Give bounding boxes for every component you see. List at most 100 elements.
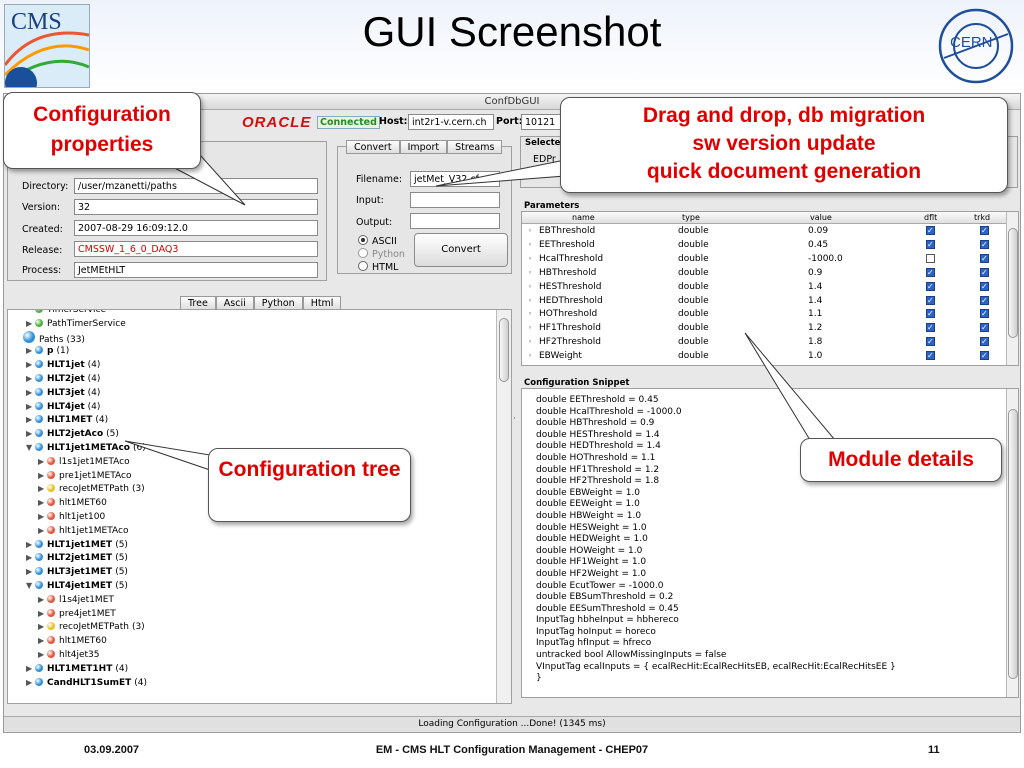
parameters-scroll-thumb[interactable] xyxy=(1008,228,1018,338)
trkd-checkbox[interactable] xyxy=(980,280,989,294)
trkd-checkbox[interactable] xyxy=(980,335,989,349)
tree-node[interactable]: ▼HLT4jet1MET(5) xyxy=(26,579,128,593)
tree-node[interactable]: ▶PathTimerService xyxy=(26,317,129,331)
tree-node[interactable]: ▶HLT1MET1HT(4) xyxy=(26,662,128,676)
collapsed-triangle-icon[interactable]: ▶ xyxy=(38,622,45,632)
process-field[interactable]: JetMEtHLT xyxy=(74,262,318,278)
tree-node[interactable]: ▶HLT1jet1MET(5) xyxy=(26,538,128,552)
collapsed-triangle-icon[interactable]: ▶ xyxy=(38,636,45,646)
trkd-checkbox[interactable] xyxy=(980,294,989,308)
tree-node[interactable]: ▶CandHLT1SumET(4) xyxy=(26,676,147,690)
tree-node[interactable]: ▶l1s4jet1MET xyxy=(38,593,117,607)
tree-scrollbar[interactable] xyxy=(496,310,511,703)
collapsed-triangle-icon[interactable]: ▶ xyxy=(26,677,33,687)
collapsed-triangle-icon[interactable]: ▶ xyxy=(26,539,33,549)
release-field[interactable]: CMSSW_1_6_0_DAQ3 xyxy=(74,241,318,257)
tree-node[interactable]: ▶pre4jet1MET xyxy=(38,607,119,621)
collapsed-triangle-icon[interactable]: ▶ xyxy=(38,498,45,508)
input-field[interactable] xyxy=(410,192,500,208)
collapsed-triangle-icon[interactable]: ▶ xyxy=(26,429,33,439)
collapsed-triangle-icon[interactable]: ▶ xyxy=(26,553,33,563)
tree-node[interactable]: ▶HLT3jet(4) xyxy=(26,386,100,400)
trkd-checkbox[interactable] xyxy=(980,321,989,335)
tab-streams[interactable]: Streams xyxy=(447,140,503,154)
version-field[interactable]: 32 xyxy=(74,199,318,215)
col-dflt[interactable]: dflt xyxy=(924,213,938,222)
col-trkd[interactable]: trkd xyxy=(974,213,991,222)
tree-node[interactable]: ▶HLT2jet1MET(5) xyxy=(26,551,128,565)
tree-node[interactable]: TimerService xyxy=(26,310,109,317)
splitter-handle[interactable]: ⋅ xyxy=(513,414,516,424)
tree-node[interactable]: ▶hlt1MET60 xyxy=(38,634,110,648)
tree-node[interactable]: ▶HLT3jet1MET(5) xyxy=(26,565,128,579)
collapsed-triangle-icon[interactable]: ▶ xyxy=(38,525,45,535)
collapsed-triangle-icon[interactable]: ▶ xyxy=(26,318,33,328)
dflt-checkbox[interactable] xyxy=(926,349,935,363)
tree-node[interactable]: ▶l1s1jet1METAco xyxy=(38,455,133,469)
collapsed-triangle-icon[interactable]: ▶ xyxy=(26,663,33,673)
dflt-checkbox[interactable] xyxy=(926,253,935,263)
collapsed-triangle-icon[interactable]: ▶ xyxy=(26,387,33,397)
trkd-checkbox[interactable] xyxy=(980,224,989,238)
tree-node[interactable]: ▶hlt1jet1METAco xyxy=(38,524,131,538)
dflt-checkbox[interactable] xyxy=(926,266,935,280)
tree-node[interactable]: ▶HLT2jet(4) xyxy=(26,372,100,386)
dflt-checkbox[interactable] xyxy=(926,307,935,321)
convert-button[interactable]: Convert xyxy=(414,233,508,267)
parameters-scrollbar[interactable] xyxy=(1006,212,1018,365)
collapsed-triangle-icon[interactable]: ▶ xyxy=(26,567,33,577)
tree-node[interactable]: ▶hlt4jet35 xyxy=(38,648,102,662)
dflt-checkbox[interactable] xyxy=(926,335,935,349)
created-field[interactable]: 2007-08-29 16:09:12.0 xyxy=(74,220,318,236)
col-type[interactable]: type xyxy=(682,213,700,222)
trkd-checkbox[interactable] xyxy=(980,252,989,266)
collapsed-triangle-icon[interactable]: ▶ xyxy=(26,415,33,425)
tab-import[interactable]: Import xyxy=(399,140,448,154)
host-field[interactable]: int2r1-v.cern.ch xyxy=(408,114,494,130)
trkd-checkbox[interactable] xyxy=(980,266,989,280)
collapsed-triangle-icon[interactable]: ▶ xyxy=(26,360,33,370)
tree-node[interactable]: ▶HLT1MET(4) xyxy=(26,413,108,427)
tree-node[interactable]: ▶HLT1jet(4) xyxy=(26,358,100,372)
trkd-checkbox[interactable] xyxy=(980,307,989,321)
tree-node[interactable]: Paths(33) xyxy=(14,330,85,345)
trkd-checkbox[interactable] xyxy=(980,238,989,252)
dflt-checkbox[interactable] xyxy=(926,224,935,238)
tree-scroll-thumb[interactable] xyxy=(499,318,509,382)
trkd-checkbox[interactable] xyxy=(980,349,989,363)
dflt-checkbox[interactable] xyxy=(926,280,935,294)
tree-node[interactable]: ▶recoJetMETPath(3) xyxy=(38,620,145,634)
collapsed-triangle-icon[interactable]: ▶ xyxy=(26,346,33,356)
collapsed-triangle-icon[interactable]: ▶ xyxy=(38,456,45,466)
collapsed-triangle-icon[interactable]: ▶ xyxy=(38,594,45,604)
dflt-checkbox[interactable] xyxy=(926,238,935,252)
format-html-radio[interactable]: HTML xyxy=(358,261,398,273)
dflt-checkbox[interactable] xyxy=(926,321,935,335)
format-ascii-radio[interactable]: ASCII xyxy=(358,235,397,247)
port-field[interactable]: 10121 xyxy=(521,114,566,130)
tree-node[interactable]: ▶p(1) xyxy=(26,344,69,358)
tree-node[interactable]: ▶HLT4jet(4) xyxy=(26,400,100,414)
tree-node[interactable]: ▼HLT1jet1METAco(6) xyxy=(26,441,146,455)
tree-node[interactable]: ▶hlt1jet100 xyxy=(38,510,108,524)
format-python-radio[interactable]: Python xyxy=(358,248,405,260)
col-value[interactable]: value xyxy=(810,213,832,222)
collapsed-triangle-icon[interactable]: ▶ xyxy=(38,650,45,659)
output-field[interactable] xyxy=(410,213,500,229)
snippet-scrollbar[interactable] xyxy=(1006,389,1018,697)
expanded-triangle-icon[interactable]: ▼ xyxy=(26,443,33,452)
tab-convert[interactable]: Convert xyxy=(346,140,400,154)
tree-node[interactable]: ▶hlt1MET60 xyxy=(38,496,110,510)
dflt-checkbox[interactable] xyxy=(926,294,935,308)
collapsed-triangle-icon[interactable]: ▶ xyxy=(38,470,45,480)
tree-node[interactable]: ▶pre1jet1METAco xyxy=(38,469,134,483)
collapsed-triangle-icon[interactable]: ▶ xyxy=(26,374,33,383)
